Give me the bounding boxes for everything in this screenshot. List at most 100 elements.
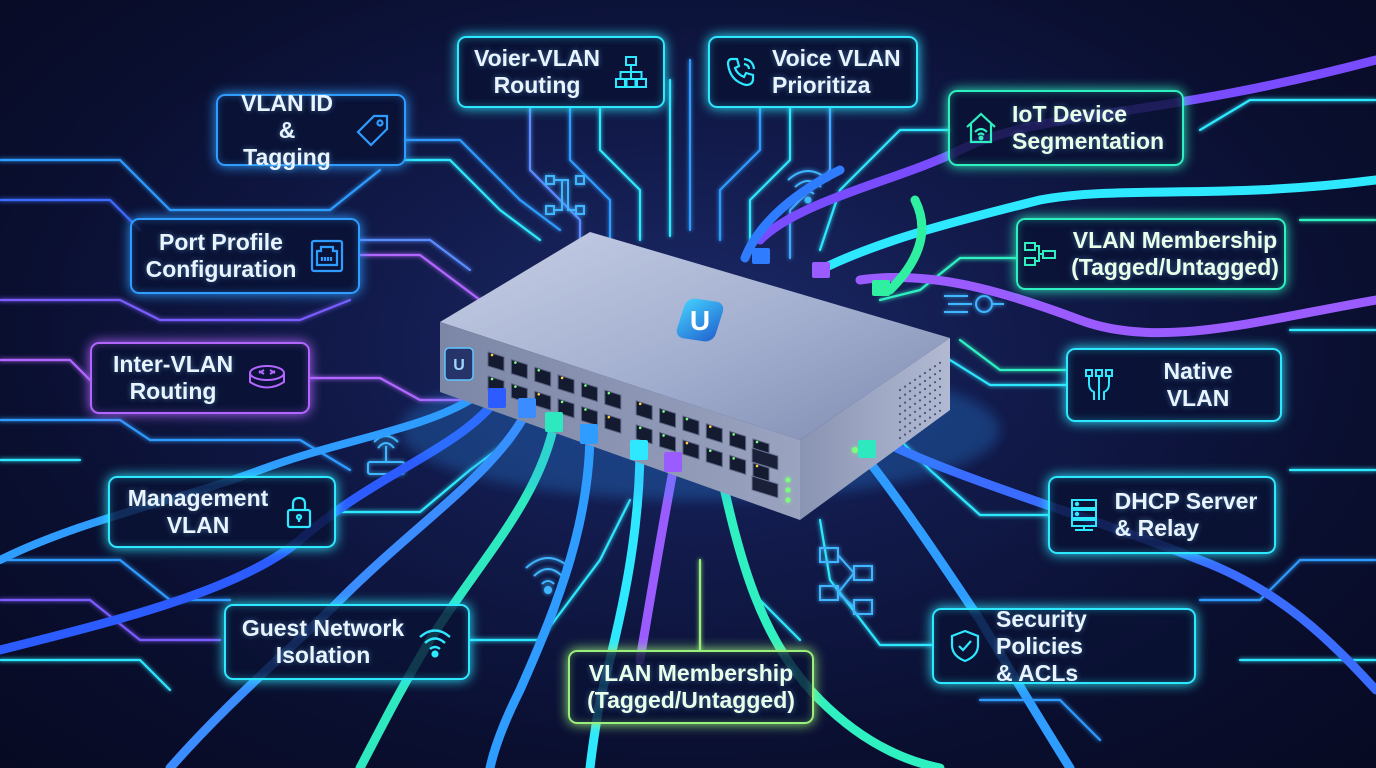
- ethernet-port: [729, 430, 747, 452]
- vent-hole: [903, 393, 907, 396]
- plug: [488, 388, 506, 408]
- flow-diagram-icon: [545, 175, 585, 215]
- port-led: [584, 408, 587, 411]
- box-text: Native VLAN: [1163, 358, 1233, 411]
- box-text: DHCP Server& Relay: [1114, 488, 1258, 541]
- port-led: [514, 361, 517, 364]
- vent-hole: [908, 430, 912, 433]
- server-icon: [1067, 498, 1101, 532]
- trace: [978, 698, 1102, 742]
- vent-hole: [933, 397, 937, 400]
- ethernet-port: [682, 415, 700, 436]
- data-stream-icon: [944, 295, 1004, 313]
- cable-plugs: [488, 248, 890, 472]
- port-led: [662, 410, 665, 413]
- port-led: [708, 425, 712, 429]
- ethernet-port-icon: [310, 239, 344, 273]
- vent-hole: [923, 379, 927, 383]
- vent-hole: [898, 428, 902, 432]
- ethernet-port: [635, 424, 653, 445]
- vent-hole: [918, 391, 922, 394]
- port-led: [685, 441, 689, 445]
- ethernet-port: [705, 447, 723, 468]
- trace: [402, 158, 542, 242]
- plug: [752, 248, 770, 264]
- trace: [1198, 558, 1376, 602]
- vent-hole: [903, 425, 907, 428]
- port-led: [537, 392, 541, 396]
- ethernet-port: [487, 351, 505, 372]
- vent-hole: [903, 433, 907, 436]
- ethernet-port: [635, 400, 653, 421]
- vent-hole: [918, 415, 922, 418]
- tag-icon: [356, 113, 390, 147]
- trace: [948, 358, 1068, 387]
- plug: [518, 398, 536, 418]
- port-led: [490, 353, 494, 357]
- vent-hole: [923, 395, 927, 399]
- cables-icon: [1082, 368, 1116, 402]
- port-led: [685, 417, 689, 421]
- ethernet-port: [580, 381, 598, 403]
- cable: [815, 175, 1376, 275]
- vent-hole: [903, 385, 907, 388]
- network-switch: U U: [400, 232, 1000, 520]
- vent-hole: [908, 422, 912, 425]
- lock-icon: [282, 495, 316, 529]
- trace: [402, 138, 562, 232]
- box-text: VLAN ID& Tagging: [241, 89, 333, 170]
- vent-hole: [928, 400, 932, 403]
- port-led: [584, 384, 587, 387]
- vent-hole: [913, 418, 917, 421]
- vent-hole: [908, 390, 912, 393]
- box-text: VLAN Membership(Tagged/Untagged): [1071, 227, 1279, 280]
- vent-hole: [903, 417, 907, 420]
- vent-hole: [938, 369, 942, 372]
- vent-hole: [938, 401, 942, 404]
- port-led: [490, 377, 494, 381]
- phone-icon: [724, 55, 758, 89]
- trace: [0, 558, 232, 602]
- ethernet-port: [659, 431, 677, 453]
- vent-hole: [913, 378, 917, 381]
- cable: [485, 425, 595, 768]
- vent-hole: [923, 403, 927, 407]
- port-led: [560, 376, 564, 380]
- sfp-slot: [751, 475, 779, 499]
- vent-hole: [918, 375, 922, 378]
- router-icon: [247, 361, 287, 395]
- vent-hole: [938, 377, 942, 380]
- plug: [872, 280, 890, 296]
- vent-hole: [918, 407, 922, 410]
- trace: [468, 498, 632, 642]
- vent-hole: [928, 376, 932, 379]
- vent-hole: [923, 387, 927, 391]
- plug: [858, 440, 876, 458]
- vent-hole: [913, 426, 917, 429]
- label-box-vlan-id-tagging: VLAN ID& Tagging: [216, 90, 406, 170]
- vent-hole: [923, 371, 927, 375]
- plug: [812, 262, 830, 278]
- circuit-traces: [0, 58, 1376, 742]
- trace: [1198, 98, 1376, 132]
- vent-hole: [938, 409, 942, 412]
- trace: [818, 128, 952, 252]
- port-led: [732, 457, 735, 460]
- trace: [0, 358, 92, 382]
- vent-hole: [913, 410, 917, 413]
- box-text: VLAN Membership(Tagged/Untagged): [587, 660, 795, 713]
- vent-hole: [928, 408, 932, 411]
- vent-hole: [923, 411, 927, 415]
- vent-hole: [938, 361, 942, 364]
